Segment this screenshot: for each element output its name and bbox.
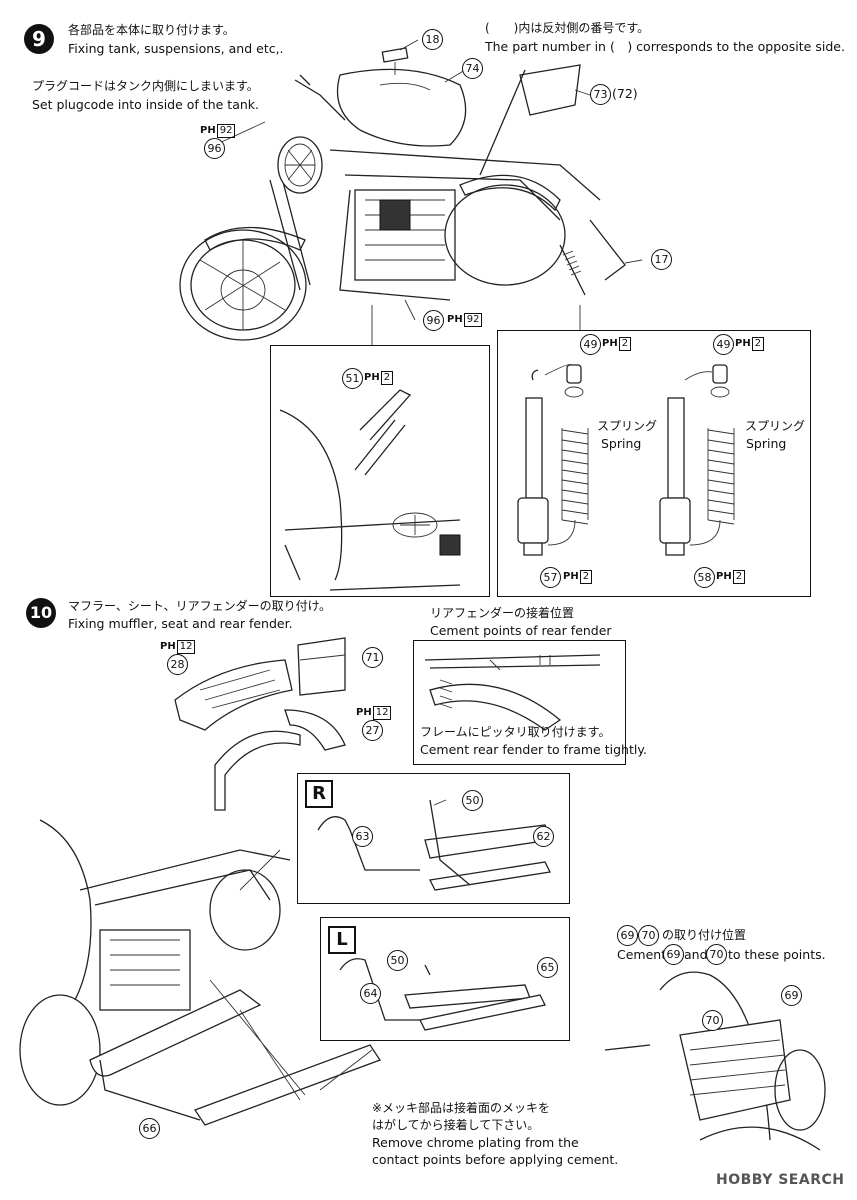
part-27: 27: [362, 720, 383, 741]
right-muffler-panel: [297, 773, 570, 904]
cement-frame-note-jp: フレームにピッタリ取り付けます。: [420, 725, 611, 739]
left-muffler-drawing: [319, 958, 546, 1091]
frame-detail-panel: [270, 345, 490, 597]
seat-and-fender-drawing: [174, 637, 346, 811]
part-69: 69: [781, 985, 802, 1006]
step-10-title-jp: マフラー、シート、リアフェンダーの取り付け。: [68, 599, 332, 613]
frame-detail-drawing: [279, 389, 461, 591]
part-69-note: 69: [663, 944, 684, 965]
mount-position-and-label: and: [684, 947, 708, 962]
shock-absorber-drawing-left: [517, 364, 589, 556]
part-72-opposite: (72): [612, 86, 638, 101]
step-10-title-en: Fixing muffler, seat and rear fender.: [68, 616, 293, 631]
step-9-title-jp: 各部品を本体に取り付けます。: [68, 23, 235, 37]
part-49-left: 49: [580, 334, 601, 355]
part-65: 65: [537, 957, 558, 978]
part-28: 28: [167, 654, 188, 675]
cement-rear-fender-title-jp: リアフェンダーの接着位置: [430, 606, 575, 620]
part-50-right: 50: [462, 790, 483, 811]
part-70-note: 70: [706, 944, 727, 965]
fender-position-drawing: [604, 971, 826, 1151]
part-73: 73: [590, 84, 611, 105]
part-66: 66: [139, 1118, 160, 1139]
mount-position-cement-label: Cement: [617, 947, 667, 962]
chrome-note-jp-line1: ※メッキ部品は接着面のメッキを: [372, 1101, 551, 1115]
spring-label-right-en: Spring: [746, 436, 787, 451]
motorcycle-drawing-step9: [179, 39, 643, 341]
step-9-number: 9: [24, 24, 54, 54]
mount-position-points-label: to these points.: [728, 947, 826, 962]
left-muffler-panel: [320, 917, 570, 1041]
shock-detail-panel: [497, 330, 811, 597]
cement-point-drawing: [424, 654, 601, 731]
part-57: 57: [540, 567, 561, 588]
chrome-note-en-line1: Remove chrome plating from the: [372, 1135, 579, 1150]
part-96-top: 96: [204, 138, 225, 159]
part-64: 64: [360, 983, 381, 1004]
cement-rear-fender-panel: [413, 640, 626, 765]
opposite-side-note-jp: ( )内は反対側の番号です。: [485, 21, 650, 35]
part-96-bottom: 96: [423, 310, 444, 331]
mount-position-title-jp: の取り付け位置: [662, 928, 747, 942]
spring-label-left-en: Spring: [601, 436, 642, 451]
shock-absorber-drawing-right: [659, 364, 735, 556]
plugcode-note-jp: プラグコードはタンク内側にしまいます。: [32, 79, 259, 93]
chrome-note-en-line2: contact points before applying cement.: [372, 1152, 619, 1167]
spring-label-right-jp: スプリング: [745, 419, 806, 433]
step-9-title-en: Fixing tank, suspensions, and etc,.: [68, 41, 284, 56]
plugcode-note-en: Set plugcode into inside of the tank.: [32, 97, 259, 112]
part-70-title: 70: [638, 925, 659, 946]
spring-label-left-jp: スプリング: [597, 419, 658, 433]
part-50-left: 50: [387, 950, 408, 971]
step-10-number: 10: [26, 598, 56, 628]
part-71: 71: [362, 647, 383, 668]
opposite-side-note-en: The part number in ( ) corresponds to th…: [485, 39, 845, 54]
left-side-tag: L: [328, 926, 356, 954]
part-17: 17: [651, 249, 672, 270]
cement-rear-fender-title-en: Cement points of rear fender: [430, 623, 612, 638]
chrome-note-jp-line2: はがしてから接着して下さい。: [372, 1118, 540, 1132]
watermark-logo: HOBBY SEARCH: [716, 1172, 845, 1188]
part-49-right: 49: [713, 334, 734, 355]
part-74: 74: [462, 58, 483, 79]
motorcycle-drawing-step10: [19, 819, 381, 1126]
part-58: 58: [694, 567, 715, 588]
right-side-tag: R: [305, 780, 333, 808]
part-63: 63: [352, 826, 373, 847]
cement-frame-note-en: Cement rear fender to frame tightly.: [420, 742, 647, 757]
part-70: 70: [702, 1010, 723, 1031]
part-62: 62: [533, 826, 554, 847]
part-18: 18: [422, 29, 443, 50]
part-51: 51: [342, 368, 363, 389]
part-69-title: 69: [617, 925, 638, 946]
